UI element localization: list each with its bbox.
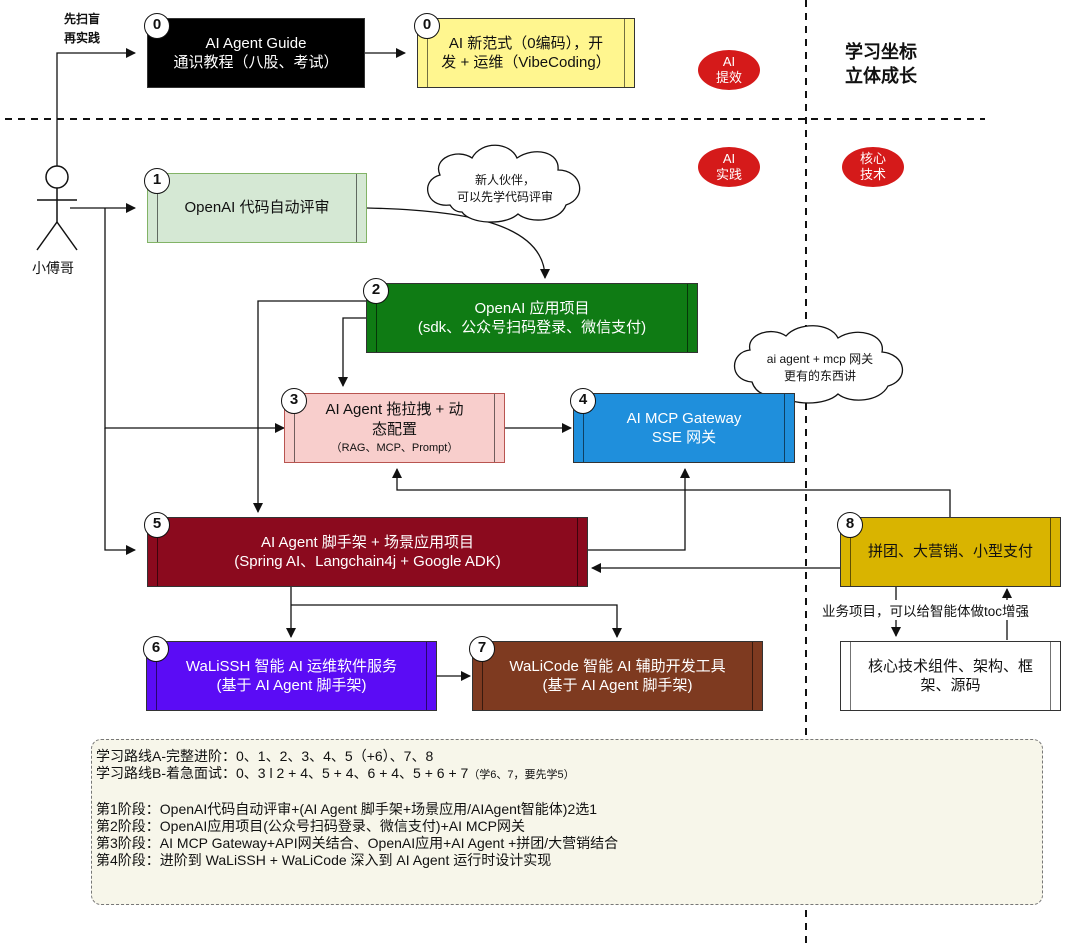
- stage-4: 第4阶段：进阶到 WaLiSSH + WaLiCode 深入到 AI Agent…: [96, 852, 552, 868]
- route-b-main: 学习路线B-着急面试：0、3 l 2 + 4、5 + 4、6 + 4、5 + 6…: [96, 765, 469, 781]
- node-title: AI Agent 脚手架 + 场景应用项目: [261, 533, 474, 551]
- badge-ai-efficiency-line2: 提效: [715, 70, 742, 85]
- cloud-newbie-shape: [427, 144, 581, 223]
- node-title: AI Agent Guide: [205, 34, 307, 52]
- node-title: OpenAI 代码自动评审: [184, 199, 330, 217]
- node-number-badge: 6: [143, 636, 169, 662]
- badge-ai-efficiency: AI 提效: [698, 50, 760, 90]
- node-title: 拼团、大营销、小型支付: [867, 543, 1033, 561]
- cloud-newbie-line2: 可以先学代码评审: [456, 190, 553, 204]
- section-title-line2: 立体成长: [845, 66, 917, 86]
- node-agent-scaffold[interactable]: 5 AI Agent 脚手架 + 场景应用项目 (Spring AI、Langc…: [144, 512, 588, 587]
- node-subtitle: SSE 网关: [651, 429, 717, 446]
- edge-app-scaffold: [253, 300, 366, 513]
- node-number-badge: 3: [281, 388, 307, 414]
- scan-first-note-line2: 再实践: [64, 31, 101, 45]
- badge-core-tech: 核心 技术: [842, 147, 904, 187]
- notes-spacer: [96, 784, 1038, 801]
- actor-figure: [36, 165, 78, 251]
- node-subtitle: (Spring AI、Langchain4j + Google ADK): [234, 553, 501, 570]
- node-walissh[interactable]: 6 WaLiSSH 智能 AI 运维软件服务 (基于 AI Agent 脚手架): [143, 636, 437, 711]
- node-title: WaLiCode 智能 AI 辅助开发工具: [509, 657, 726, 675]
- edge-group-drag: [392, 468, 951, 518]
- cloud-mcp-line2: 更有的东西讲: [783, 369, 856, 383]
- node-agent-guide[interactable]: 0 AI Agent Guide 通识教程（八股、考试）: [144, 13, 365, 88]
- route-b-hint: （学6、7，要先学5）: [468, 769, 575, 781]
- node-number-badge: 2: [363, 278, 389, 304]
- node-title: AI MCP Gateway: [626, 409, 742, 427]
- node-number-badge: 4: [570, 388, 596, 414]
- edge-review-app: [366, 207, 550, 279]
- node-title: AI 新范式（0编码），开: [448, 34, 604, 52]
- node-detail: （RAG、MCP、Prompt）: [330, 442, 459, 455]
- stage-2: 第2阶段：OpenAI应用项目(公众号扫码登录、微信支付)+AI MCP网关: [96, 818, 525, 834]
- node-title: 核心技术组件、架构、框: [867, 657, 1033, 675]
- section-title: 学习坐标 立体成长: [845, 40, 917, 88]
- cloud-newbie: 新人伙伴， 可以先学代码评审: [440, 172, 570, 206]
- node-number-badge: 0: [144, 13, 170, 39]
- node-number-badge: 7: [469, 636, 495, 662]
- section-title-line1: 学习坐标: [845, 42, 917, 62]
- scan-first-note-line1: 先扫盲: [64, 12, 101, 26]
- node-subtitle: 发 + 运维（VibeCoding）: [441, 54, 611, 71]
- node-walicode[interactable]: 7 WaLiCode 智能 AI 辅助开发工具 (基于 AI Agent 脚手架…: [469, 636, 763, 711]
- edge-app-drag: [338, 317, 366, 387]
- edge-actor-scaffold: [104, 428, 136, 555]
- route-a: 学习路线A-完整进阶：0、1、2、3、4、5（+6）、7、8: [96, 748, 434, 764]
- badge-ai-practice-line1: AI: [722, 151, 736, 166]
- cloud-mcp-shape: [734, 325, 904, 404]
- node-vibecoding[interactable]: 0 AI 新范式（0编码），开 发 + 运维（VibeCoding）: [414, 13, 635, 88]
- node-subtitle: 通识教程（八股、考试）: [173, 54, 339, 71]
- node-title: OpenAI 应用项目: [474, 299, 590, 317]
- node-subtitle: 态配置: [371, 420, 417, 438]
- node-subtitle: 架、源码: [920, 677, 981, 694]
- stage-1: 第1阶段：OpenAI代码自动评审+(AI Agent 脚手架+场景应用/AIA…: [96, 801, 598, 817]
- node-subtitle: (基于 AI Agent 脚手架): [542, 677, 693, 694]
- node-number-badge: 8: [837, 512, 863, 538]
- stage-3: 第3阶段：AI MCP Gateway+API网关结合、OpenAI应用+AI …: [96, 835, 619, 851]
- node-number-badge: 5: [144, 512, 170, 538]
- node-subtitle: (基于 AI Agent 脚手架): [216, 677, 367, 694]
- scan-first-note: 先扫盲 再实践: [64, 10, 100, 48]
- actor-label: 小傅哥: [32, 260, 74, 276]
- node-title: AI Agent 拖拉拽 + 动: [325, 401, 464, 419]
- edge-scaffold-mcp: [588, 468, 690, 551]
- node-group-marketing[interactable]: 8 拼团、大营销、小型支付: [837, 512, 1061, 587]
- cloud-mcp-line1: ai agent + mcp 网关: [766, 352, 874, 366]
- node-agent-drag[interactable]: 3 AI Agent 拖拉拽 + 动 态配置 （RAG、MCP、Prompt）: [281, 388, 505, 463]
- cloud-newbie-line1: 新人伙伴，: [474, 173, 535, 187]
- badge-core-tech-line2: 技术: [859, 167, 886, 182]
- node-core-components[interactable]: 核心技术组件、架构、框 架、源码: [840, 641, 1061, 711]
- node-number-badge: 0: [414, 13, 440, 39]
- edge-scaffold-walicode: [291, 604, 622, 638]
- badge-ai-practice: AI 实践: [698, 147, 760, 187]
- route-b: 学习路线B-着急面试：0、3 l 2 + 4、5 + 4、6 + 4、5 + 6…: [96, 765, 1038, 784]
- cloud-mcp: ai agent + mcp 网关 更有的东西讲: [745, 351, 895, 385]
- badge-core-tech-line1: 核心: [859, 151, 886, 166]
- learning-route-notes: 学习路线A-完整进阶：0、1、2、3、4、5（+6）、7、8 学习路线B-着急面…: [91, 739, 1043, 905]
- badge-ai-practice-line2: 实践: [715, 167, 742, 182]
- badge-ai-efficiency-line1: AI: [722, 54, 736, 69]
- node-openai-app[interactable]: 2 OpenAI 应用项目 (sdk、公众号扫码登录、微信支付): [363, 278, 698, 353]
- node-number-badge: 1: [144, 168, 170, 194]
- node-title: WaLiSSH 智能 AI 运维软件服务: [185, 657, 398, 675]
- edge-actor-guide: [56, 48, 136, 166]
- edge-label-business: 业务项目，可以给智能体做toc增强: [822, 600, 1030, 620]
- node-mcp-gateway[interactable]: 4 AI MCP Gateway SSE 网关: [570, 388, 795, 463]
- node-code-review[interactable]: 1 OpenAI 代码自动评审: [144, 168, 367, 243]
- node-subtitle: (sdk、公众号扫码登录、微信支付): [417, 319, 647, 336]
